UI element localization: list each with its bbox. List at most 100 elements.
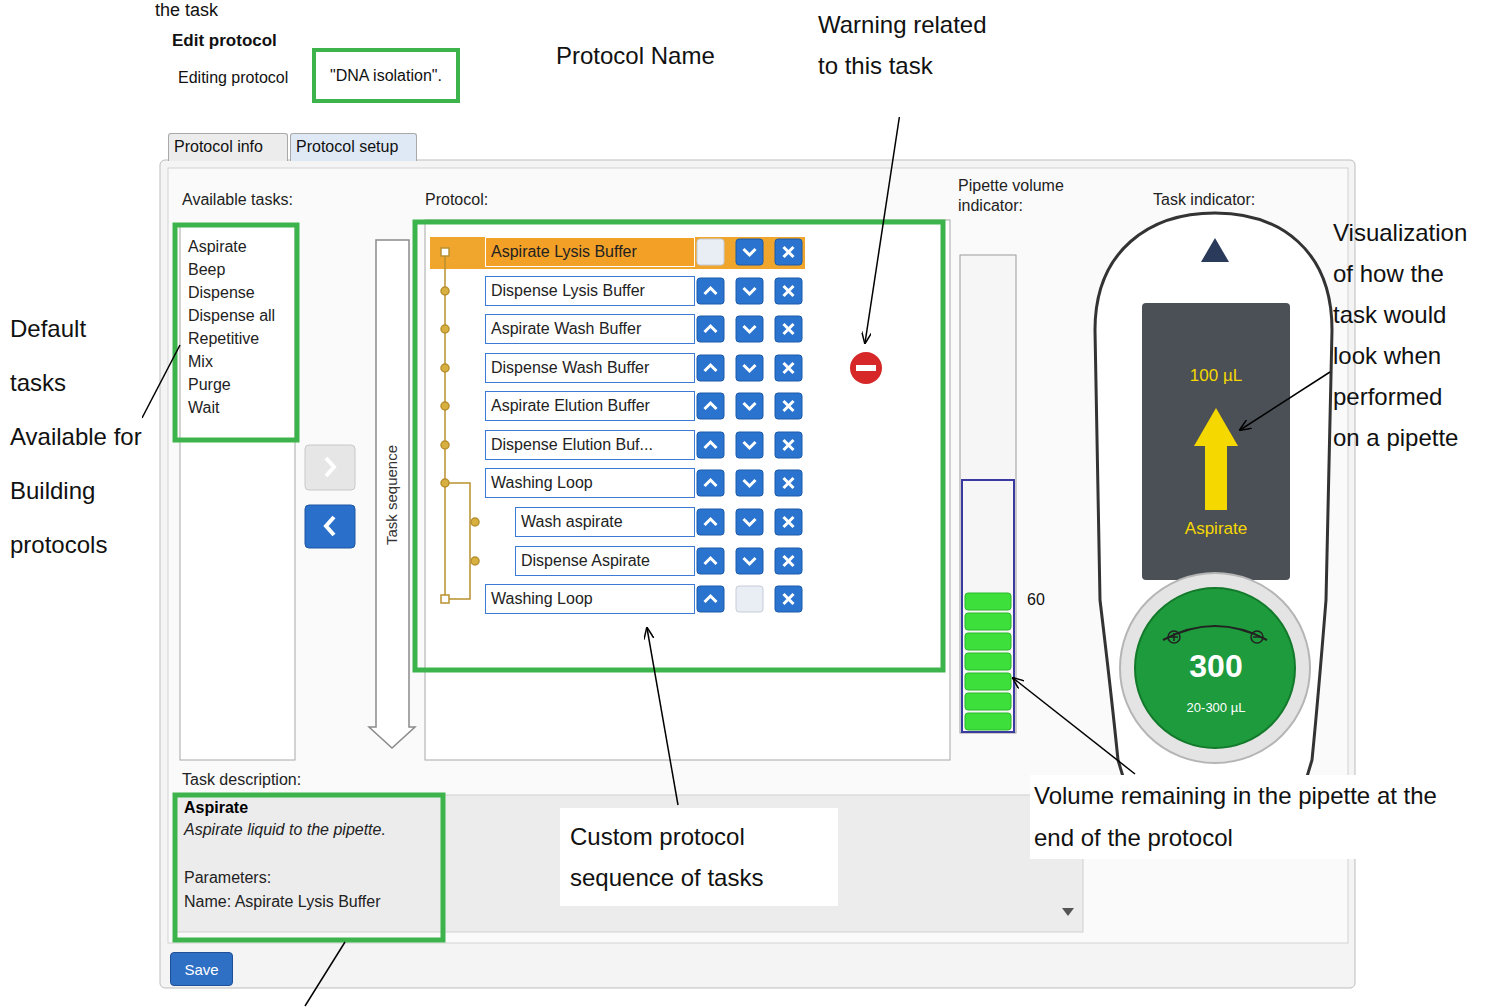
node-text: Wait — [188, 398, 219, 418]
node-text: Dispense all — [188, 306, 275, 326]
task-indicator-heading: Task indicator: — [1153, 190, 1321, 214]
button-glyph — [705, 326, 717, 332]
button-glyph — [784, 286, 794, 296]
row-button — [697, 586, 724, 612]
button-glyph — [744, 249, 756, 255]
task-row: Dispense Wash Buffer — [485, 353, 695, 383]
svg-path — [1253, 636, 1261, 638]
callout-label: Protocol Name — [556, 40, 756, 72]
button-glyph — [705, 596, 717, 602]
tree-dot — [441, 287, 449, 295]
node-text: Aspirate Elution Buffer — [491, 392, 694, 420]
callout-label: 300 — [1156, 648, 1276, 685]
svg-circle — [471, 518, 479, 526]
volume-bar — [960, 255, 1016, 733]
svg-path — [1095, 213, 1332, 800]
tree-dot — [441, 441, 449, 449]
row-button — [697, 278, 724, 304]
row-button — [775, 586, 802, 612]
node-text: Edit protocol — [172, 31, 277, 51]
button-glyph — [744, 326, 756, 332]
svg-line — [1013, 678, 1135, 774]
tree-dot — [441, 479, 449, 487]
node-text: Dispense Lysis Buffer — [491, 277, 694, 305]
task-tree — [441, 248, 479, 603]
svg-line — [305, 942, 345, 1006]
node-text: "DNA isolation". — [330, 67, 442, 85]
svg-rect — [175, 795, 1083, 932]
row-button — [697, 470, 724, 496]
button-glyph — [705, 365, 717, 371]
svg-rect — [305, 445, 355, 490]
node-text: Aspirate Wash Buffer — [491, 315, 694, 343]
row-button — [736, 548, 763, 574]
task-row: Dispense Lysis Buffer — [485, 276, 695, 306]
node-text: Pipette volume indicator: — [958, 176, 1094, 216]
volume-segment — [965, 633, 1011, 650]
row-button — [697, 355, 724, 381]
callout-label: Warning related to this task — [818, 4, 1003, 86]
svg-rect — [175, 795, 443, 940]
button-glyph — [744, 519, 756, 525]
callout-label: 100 µL — [1156, 366, 1276, 386]
task-row: Washing Loop — [485, 584, 695, 614]
node-text: Washing Loop — [491, 469, 694, 497]
node-text: Name: Aspirate Lysis Buffer — [184, 892, 381, 912]
task-row: Aspirate Lysis Buffer — [485, 237, 695, 267]
button-glyph — [784, 517, 794, 527]
row-button — [736, 239, 763, 265]
node-text: Dispense — [188, 283, 255, 303]
row-button — [697, 432, 724, 458]
row-button — [775, 432, 802, 458]
volume-segment — [965, 693, 1011, 710]
svg-rect — [415, 222, 943, 670]
tree-dot — [441, 364, 449, 372]
row-button — [697, 548, 724, 574]
tab: Protocol info — [168, 133, 288, 161]
pipette-illustration — [1095, 213, 1332, 800]
node-text: Mix — [188, 352, 213, 372]
task-row: Washing Loop — [485, 468, 695, 498]
svg-circle — [850, 352, 882, 384]
svg-rect — [1142, 303, 1290, 580]
svg-rect — [960, 255, 1016, 733]
volume-segment — [965, 653, 1011, 670]
button-glyph — [705, 288, 717, 294]
row-button — [775, 355, 802, 381]
node-text: Parameters: — [184, 868, 271, 888]
sequence-arrow — [369, 240, 415, 748]
callout-label: Default tasks Available for Building pro… — [10, 302, 142, 572]
tree-dot — [441, 325, 449, 333]
svg-circle — [1251, 631, 1263, 643]
node-text: Washing Loop — [491, 585, 694, 613]
svg-polygon — [1201, 238, 1229, 262]
tab-active: Protocol setup — [290, 133, 417, 161]
row-button — [775, 316, 802, 342]
node-text: Aspirate liquid to the pipette. — [184, 820, 386, 840]
button-glyph — [705, 403, 717, 409]
svg-rect — [962, 480, 1014, 732]
leader-lines — [142, 58, 1330, 1006]
row-button — [697, 239, 724, 265]
save-button: Save — [170, 952, 233, 986]
svg-line — [1240, 372, 1330, 430]
task-row: Aspirate Elution Buffer — [485, 391, 695, 421]
row-button — [736, 393, 763, 419]
node-text: Wash aspirate — [521, 508, 694, 536]
node-text: Aspirate — [184, 798, 248, 818]
node-text: Aspirate Lysis Buffer — [491, 238, 694, 266]
callout-label: Task sequence — [382, 395, 402, 595]
node-text: Protocol: — [425, 190, 488, 210]
button-glyph — [784, 440, 794, 450]
node-text: Task description: — [182, 770, 301, 790]
svg-rect — [441, 595, 449, 603]
node-text: Editing protocol — [178, 69, 288, 87]
svg-circle — [1135, 588, 1295, 748]
button-glyph — [784, 324, 794, 334]
callout-label: Visualization of how the task would look… — [1333, 212, 1471, 458]
task-row: Wash aspirate — [515, 507, 695, 537]
button-glyph — [705, 442, 717, 448]
tree-dot — [441, 402, 449, 410]
row-button — [736, 432, 763, 458]
svg-path — [445, 483, 470, 599]
